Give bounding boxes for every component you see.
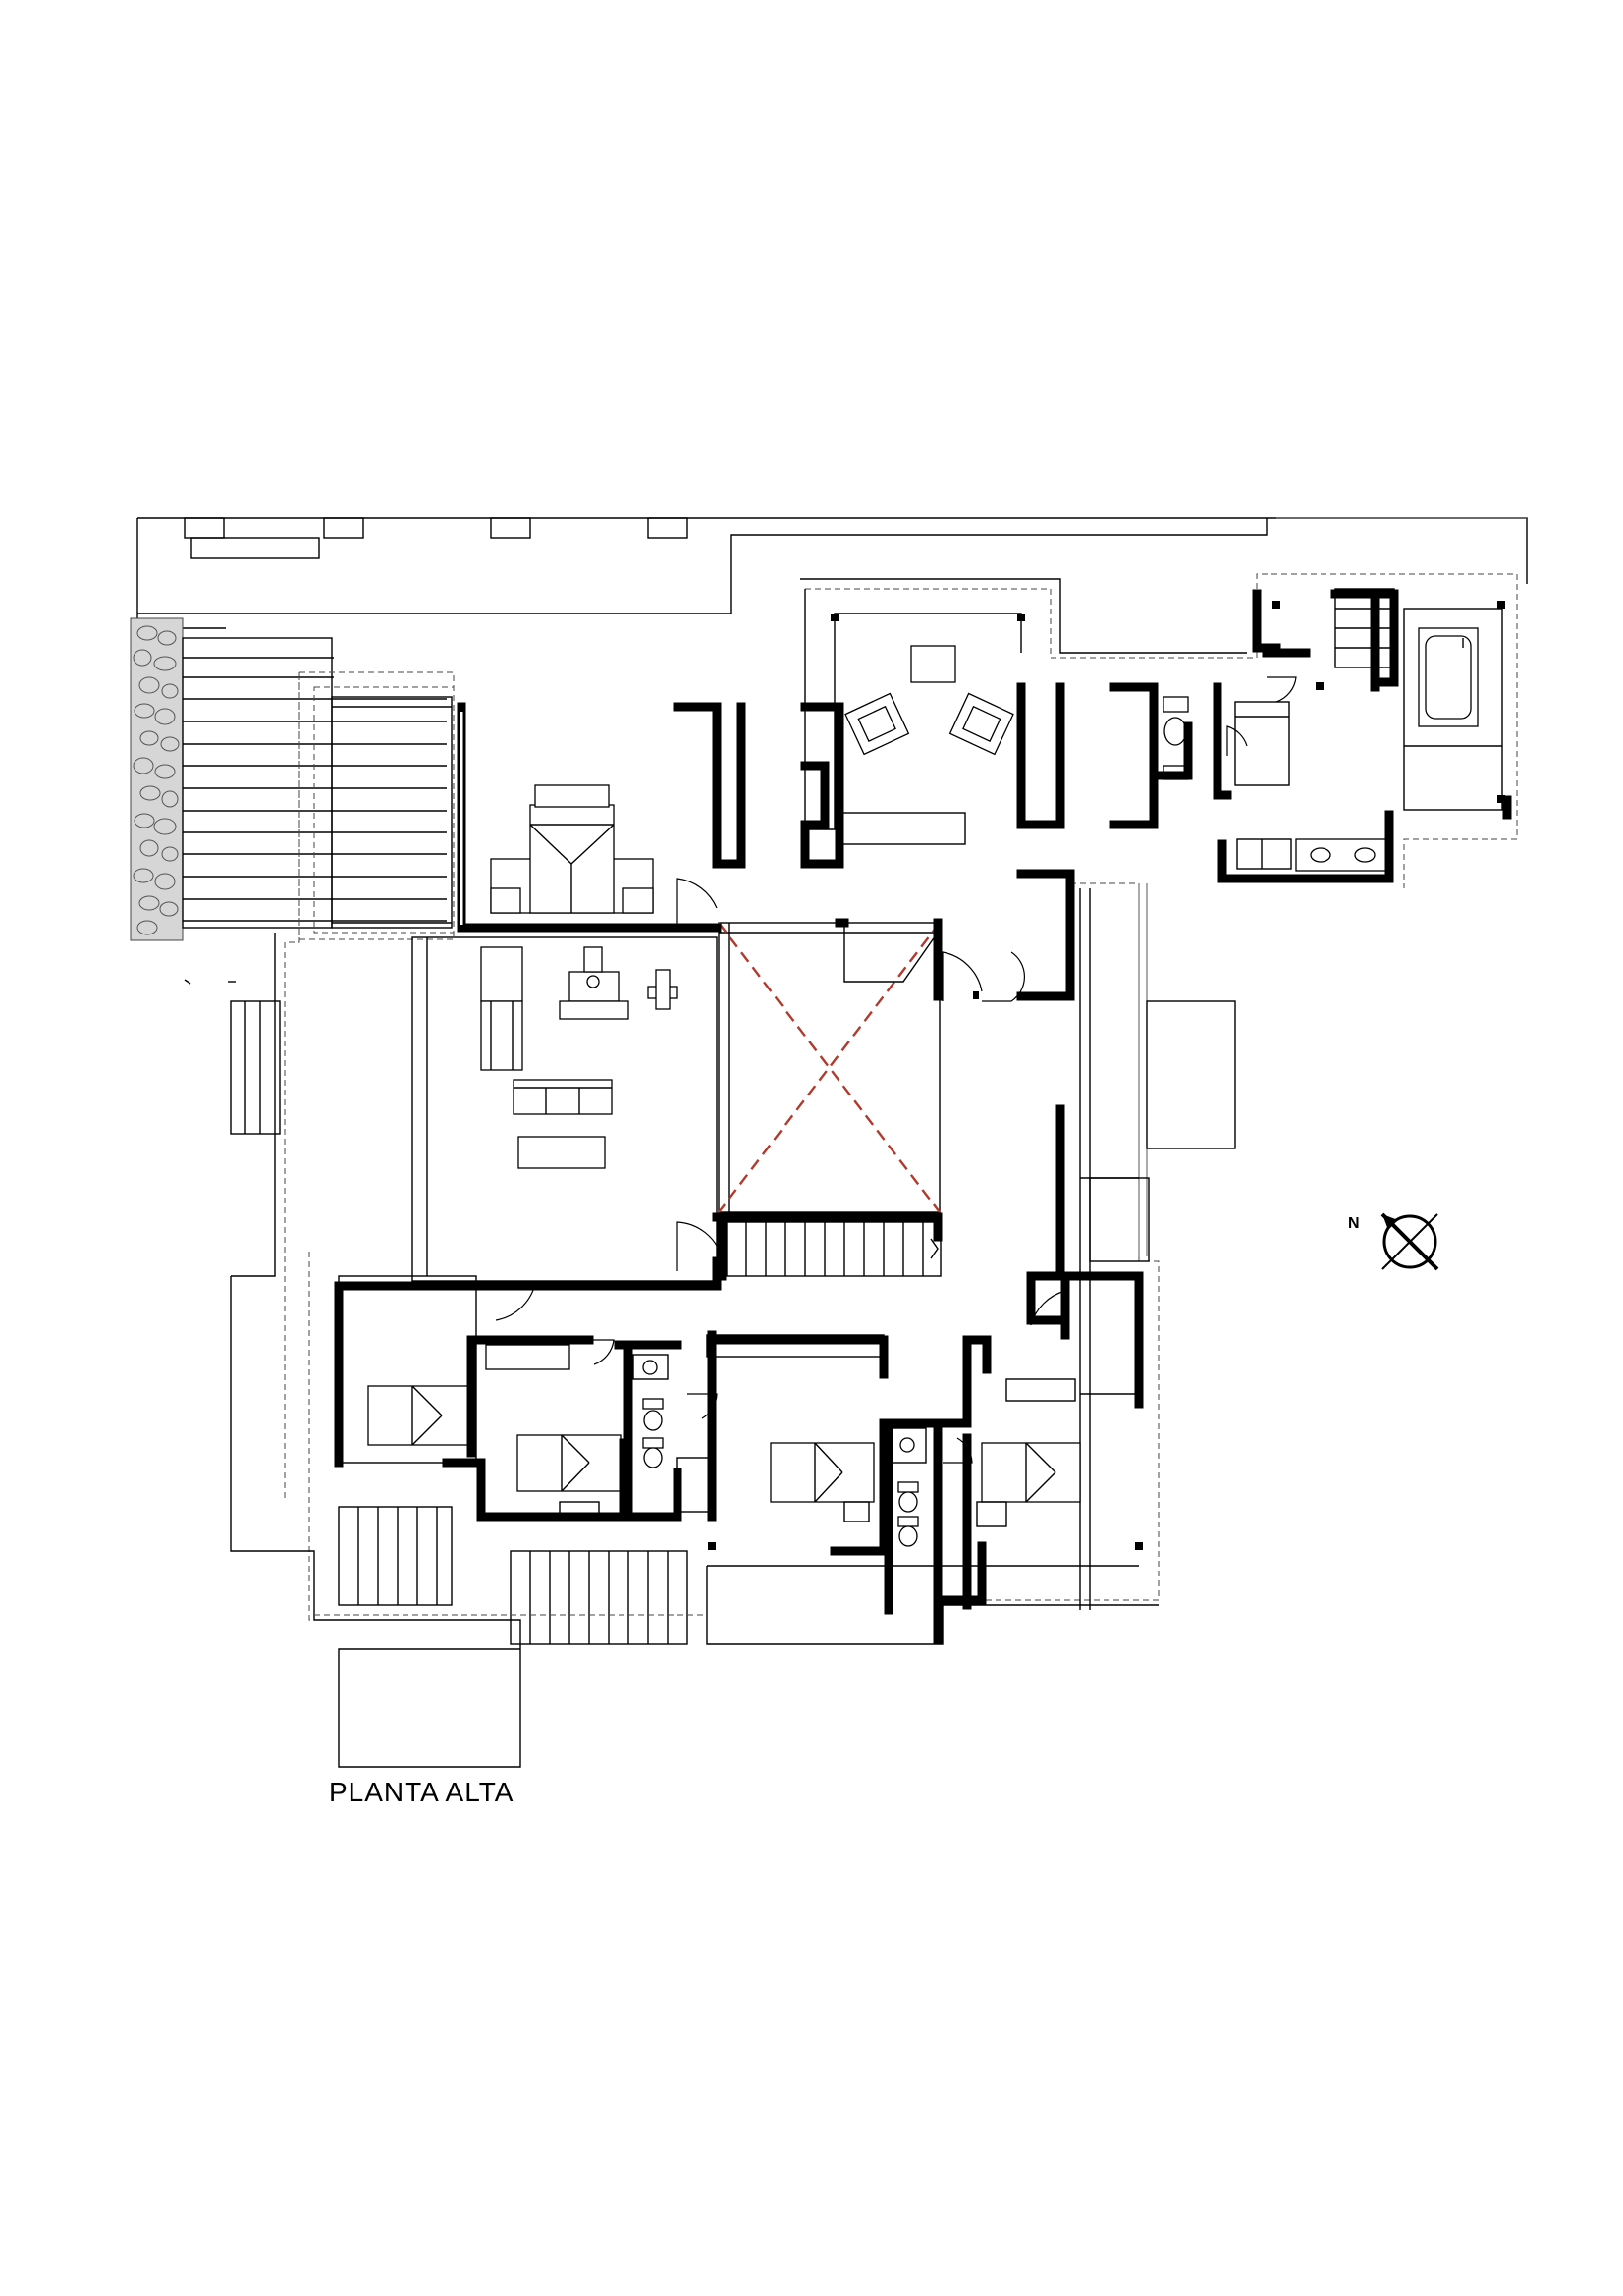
bedroom-north-west: [490, 784, 654, 914]
master-suite: [804, 588, 1503, 872]
stone-wall: [130, 617, 184, 941]
doors: [486, 676, 1297, 1464]
level-marks: [184, 979, 236, 985]
site-outline: [136, 517, 1528, 654]
south-terrace: [230, 1276, 1159, 1768]
plan-title: PLANTA ALTA: [329, 1777, 514, 1807]
columns: [335, 601, 1505, 1550]
north-arrow-icon: [1380, 1212, 1439, 1271]
bathroom-south-center: [888, 1427, 927, 1547]
east-terrace: [1079, 888, 1236, 1610]
bedroom-south-east: [976, 1378, 1139, 1527]
west-pergola: [182, 637, 455, 940]
gym-area: [230, 933, 718, 1282]
walls: [334, 589, 1512, 1644]
bedroom-south-3: [706, 1334, 885, 1522]
armchair: [948, 692, 1014, 756]
atrium-void: [718, 922, 941, 1213]
bathroom-south-west: [632, 1354, 713, 1513]
north-label: N: [1348, 1215, 1360, 1232]
stair: [726, 1221, 942, 1277]
bedroom-south-2: [485, 1344, 622, 1515]
armchair: [844, 692, 910, 756]
bedroom-south-west: [338, 1275, 477, 1464]
